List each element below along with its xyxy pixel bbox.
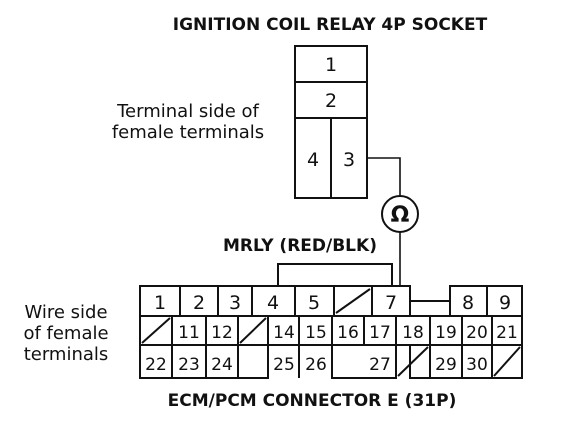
relay-terminal-4: 4 (307, 149, 319, 171)
connector-side-label-line2: of female (23, 323, 108, 344)
ecm-terminal-2: 2 (193, 292, 205, 314)
ecm-terminal-7: 7 (385, 292, 397, 314)
ecm-terminal-4: 4 (267, 292, 279, 314)
ecm-terminal-15: 15 (305, 323, 327, 343)
ecm-terminal-12: 12 (211, 323, 233, 343)
connector-side-label-line1: Wire side (24, 302, 107, 323)
connector-side-label-line3: terminals (24, 344, 109, 365)
wire-bracket (277, 263, 393, 286)
ecm-terminal-30: 30 (466, 355, 488, 375)
ecm-terminal-29: 29 (435, 355, 457, 375)
relay-socket (294, 45, 368, 199)
relay-terminal-2: 2 (325, 90, 337, 112)
ecm-terminal-11: 11 (178, 323, 200, 343)
ecm-terminal-17: 17 (369, 323, 391, 343)
ecm-terminal-16: 16 (337, 323, 359, 343)
ecm-terminal-22: 22 (145, 355, 167, 375)
wire-label: MRLY (RED/BLK) (223, 236, 377, 256)
relay-side-label-line2: female terminals (112, 122, 264, 143)
ecm-terminal-25: 25 (273, 355, 295, 375)
probe-lead-upper (367, 157, 401, 196)
ecm-terminal-20: 20 (466, 323, 488, 343)
ecm-terminal-23: 23 (178, 355, 200, 375)
ecm-terminal-3: 3 (229, 292, 241, 314)
ecm-terminal-21: 21 (496, 323, 518, 343)
ecm-terminal-5: 5 (308, 292, 320, 314)
ecm-connector (139, 285, 523, 379)
ecm-terminal-18: 18 (402, 323, 424, 343)
connector-title: ECM/PCM CONNECTOR E (31P) (168, 391, 457, 411)
relay-terminal-1: 1 (325, 54, 337, 76)
relay-side-label-line1: Terminal side of (116, 101, 259, 122)
ecm-terminal-14: 14 (273, 323, 295, 343)
ohm-symbol: Ω (391, 203, 410, 228)
ecm-terminal-1: 1 (154, 292, 166, 314)
ecm-terminal-26: 26 (305, 355, 327, 375)
ecm-terminal-24: 24 (211, 355, 233, 375)
ecm-terminal-9: 9 (499, 292, 511, 314)
relay-terminal-3: 3 (343, 149, 355, 171)
relay-socket-title: IGNITION COIL RELAY 4P SOCKET (173, 15, 488, 35)
ecm-terminal-8: 8 (462, 292, 474, 314)
ecm-terminal-27: 27 (369, 355, 391, 375)
ecm-terminal-19: 19 (435, 323, 457, 343)
